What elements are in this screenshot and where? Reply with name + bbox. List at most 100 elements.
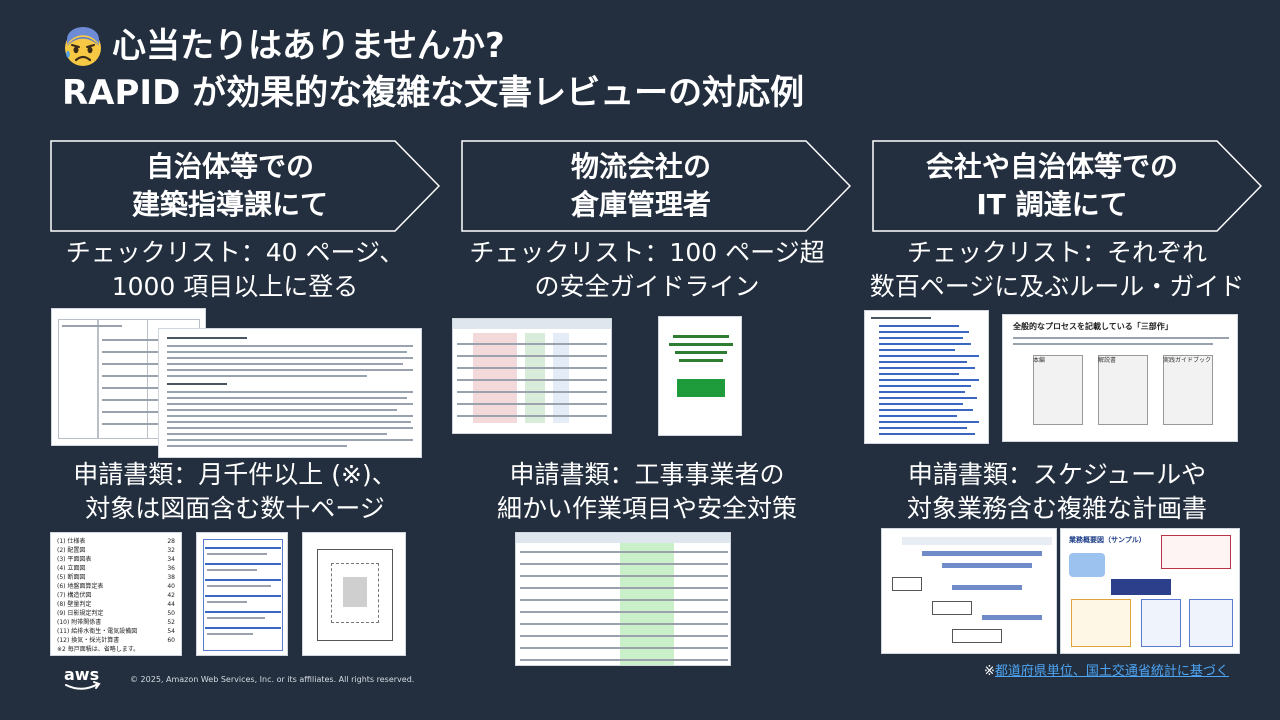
form-thumbnail bbox=[196, 532, 288, 656]
floor-plan-thumbnail bbox=[302, 532, 406, 656]
documents-line2: 対象は図面含む数十ページ bbox=[85, 494, 385, 523]
heading-line1: 会社や自治体等での bbox=[925, 150, 1178, 183]
toc-item-page: 42 bbox=[167, 592, 175, 599]
checklist-line2: の安全ガイドライン bbox=[534, 272, 760, 301]
toc-item-page: 60 bbox=[167, 637, 175, 644]
checklist-desc-3: チェックリスト：それぞれ 数百ページに及ぶルール・ガイド bbox=[862, 236, 1252, 304]
documents-desc-2: 申請書類：工事事業者の 細かい作業項目や安全対策 bbox=[452, 458, 842, 526]
toc-item-label: (3) 平面図表 bbox=[57, 556, 92, 563]
chevron-heading: 自治体等での 建築指導課にて bbox=[50, 140, 440, 232]
process-tag-3: 実践ガイドブック bbox=[1163, 357, 1212, 364]
toc-item-label: (4) 立面図 bbox=[57, 565, 86, 572]
toc-row: (5) 断面図 38 bbox=[57, 573, 175, 582]
toc-row: (12) 換気・採光計算書 60 bbox=[57, 636, 175, 645]
checklist-line1: チェックリスト：それぞれ bbox=[906, 238, 1207, 267]
documents-line2: 対象業務含む複雑な計画書 bbox=[906, 494, 1207, 523]
heading-line2: 建築指導課にて bbox=[131, 188, 328, 221]
footnote-link[interactable]: 都道府県単位、国土交通省統計に基づく bbox=[994, 664, 1229, 679]
checklist-desc-2: チェックリスト：100 ページ超 の安全ガイドライン bbox=[452, 236, 842, 304]
toc-row: (11) 給排水衛生・電気設備図 54 bbox=[57, 627, 175, 636]
checklist-line2: 数百ページに及ぶルール・ガイド bbox=[869, 272, 1245, 301]
toc-item-label: (9) 日影規定判定 bbox=[57, 610, 104, 617]
safety-guideline-cover-thumbnail bbox=[658, 316, 742, 436]
toc-item-label: (6) 地盤面算定表 bbox=[57, 583, 104, 590]
column-it-procurement: 会社や自治体等での IT 調達にて bbox=[872, 140, 1262, 232]
toc-row: (2) 配置図 32 bbox=[57, 546, 175, 555]
rule-list-thumbnail bbox=[864, 310, 989, 444]
heading-line1: 物流会社の bbox=[570, 150, 711, 183]
chevron-heading: 物流会社の 倉庫管理者 bbox=[461, 140, 851, 232]
business-title: 業務概要図（サンプル） bbox=[1069, 536, 1146, 544]
checklist-line2: 1000 項目以上に登る bbox=[111, 272, 359, 301]
aws-logo-text: aws bbox=[64, 665, 99, 684]
toc-item-label: (1) 仕様表 bbox=[57, 538, 86, 545]
footnote: ※都道府県単位、国土交通省統計に基づく bbox=[984, 660, 1229, 679]
title-line1-row: 心当たりはありませんか? bbox=[62, 24, 804, 68]
process-tag-1: 本編 bbox=[1033, 357, 1046, 364]
toc-row: (10) 附帯関係書 52 bbox=[57, 618, 175, 627]
heading-line2: 倉庫管理者 bbox=[570, 188, 711, 221]
process-title: 全般的なプロセスを記載している「三部作」 bbox=[1013, 322, 1173, 331]
checklist-table-thumbnail bbox=[51, 308, 206, 446]
checklist-line1: チェックリスト：40 ページ、 bbox=[65, 238, 405, 267]
toc-item-page: 52 bbox=[167, 619, 175, 626]
toc-item-page: 40 bbox=[167, 583, 175, 590]
toc-item-label: (10) 附帯関係書 bbox=[57, 619, 102, 626]
toc-row: (3) 平面図表 34 bbox=[57, 555, 175, 564]
toc-item-page: 50 bbox=[167, 610, 175, 617]
chevron-heading: 会社や自治体等での IT 調達にて bbox=[872, 140, 1262, 232]
toc-item-label: (12) 換気・採光計算書 bbox=[57, 637, 120, 644]
documents-desc-1: 申請書類：月千件以上 (※)、 対象は図面含む数十ページ bbox=[40, 458, 430, 526]
toc-item-page: 36 bbox=[167, 565, 175, 572]
title-block: 心当たりはありませんか? RAPID が効果的な複雑な文書レビューの対応例 bbox=[62, 24, 804, 116]
aws-logo: aws bbox=[62, 664, 104, 694]
process-doc-thumbnail: 全般的なプロセスを記載している「三部作」 本編 解説書 実践ガイドブック bbox=[1002, 314, 1238, 442]
toc-row: (9) 日影規定判定 50 bbox=[57, 609, 175, 618]
documents-desc-3: 申請書類：スケジュールや 対象業務含む複雑な計画書 bbox=[862, 458, 1252, 526]
title-line2: RAPID が効果的な複雑な文書レビューの対応例 bbox=[62, 73, 805, 113]
schedule-gantt-thumbnail bbox=[881, 528, 1057, 654]
footnote-prefix: ※ bbox=[984, 664, 995, 679]
anxious-face-icon bbox=[62, 25, 104, 67]
column-building-guidance: 自治体等での 建築指導課にて bbox=[50, 140, 440, 232]
toc-item-label: ※2 毎戸面積は、省略します。 bbox=[57, 646, 140, 653]
toc-row: (6) 地盤面算定表 40 bbox=[57, 582, 175, 591]
documents-line1: 申請書類：月千件以上 (※)、 bbox=[73, 460, 397, 489]
documents-line1: 申請書類：工事事業者の bbox=[509, 460, 785, 489]
chevron-shape bbox=[50, 140, 440, 232]
process-tag-2: 解説書 bbox=[1098, 357, 1117, 364]
chevron-shape bbox=[872, 140, 1262, 232]
heading-line1: 自治体等での bbox=[145, 150, 314, 183]
business-diagram-thumbnail: 業務概要図（サンプル） bbox=[1060, 528, 1240, 654]
checklist-line1: チェックリスト：100 ページ超 bbox=[469, 238, 825, 267]
toc-item-label: (7) 構造伏図 bbox=[57, 592, 92, 599]
checklist-text-thumbnail bbox=[158, 328, 422, 458]
toc-item-label: (5) 断面図 bbox=[57, 574, 86, 581]
toc-item-page: 28 bbox=[167, 538, 175, 545]
checklist-desc-1: チェックリスト：40 ページ、 1000 項目以上に登る bbox=[40, 236, 430, 304]
toc-row: (1) 仕様表 28 bbox=[57, 537, 175, 546]
toc-item-page: 54 bbox=[167, 628, 175, 635]
toc-item-page: 34 bbox=[167, 556, 175, 563]
toc-item-page: 32 bbox=[167, 547, 175, 554]
safety-checklist-spreadsheet-thumbnail bbox=[452, 318, 612, 434]
toc-row: ※2 毎戸面積は、省略します。 bbox=[57, 645, 175, 654]
toc-item-label: (8) 壁量判定 bbox=[57, 601, 92, 608]
work-items-spreadsheet-thumbnail bbox=[515, 532, 731, 666]
documents-line2: 細かい作業項目や安全対策 bbox=[496, 494, 797, 523]
title-line1: 心当たりはありませんか? bbox=[112, 26, 505, 66]
column-logistics: 物流会社の 倉庫管理者 bbox=[461, 140, 851, 232]
chevron-shape bbox=[461, 140, 851, 232]
toc-item-page: 44 bbox=[167, 601, 175, 608]
heading-line2: IT 調達にて bbox=[976, 188, 1128, 221]
toc-item-label: (2) 配置図 bbox=[57, 547, 86, 554]
toc-row: (7) 構造伏図 42 bbox=[57, 591, 175, 600]
documents-line1: 申請書類：スケジュールや bbox=[907, 460, 1207, 489]
toc-row: (4) 立面図 36 bbox=[57, 564, 175, 573]
toc-item-page: 38 bbox=[167, 574, 175, 581]
copyright-text: © 2025, Amazon Web Services, Inc. or its… bbox=[130, 675, 415, 684]
toc-row: (8) 壁量判定 44 bbox=[57, 600, 175, 609]
toc-item-label: (11) 給排水衛生・電気設備図 bbox=[57, 628, 138, 635]
